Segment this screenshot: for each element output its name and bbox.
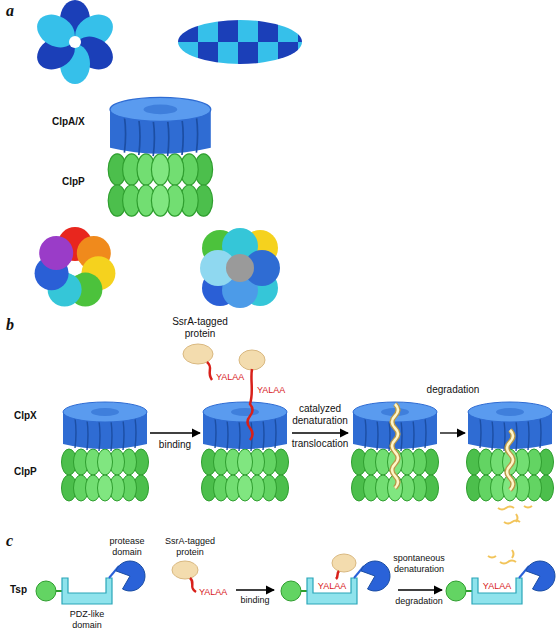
part-name: ClpP [14,466,37,478]
step-label: spontaneous denaturation [388,553,450,575]
part-name: PDZ-like domain [60,609,115,631]
panel-letter: a [6,2,14,20]
part-name: SsrA-tagged protein [163,316,237,340]
unfolded-chain [392,404,532,524]
clpp-side-view [200,228,280,308]
step-label: binding [159,439,191,451]
part-name: ClpP [62,176,85,188]
part-name: Tsp [10,584,27,596]
tag-sequence: YALAA [483,581,511,592]
part-name: protease domain [97,536,157,558]
clpp-ring-top-view [35,227,116,307]
tag-sequence: YALAA [318,581,346,592]
panel-letter: c [6,532,13,550]
panel-letter: b [6,316,14,334]
step-label: binding [240,595,269,606]
tsp-stages [36,561,555,604]
tag-sequence: YALAA [199,587,227,598]
tag-sequence: YALAA [257,385,285,396]
step-label: degradation [395,596,443,607]
part-name: SsrA-tagged protein [153,536,227,558]
hexamer-top-view [31,0,119,84]
step-arrows [150,433,465,590]
part-name: ClpA/X [52,116,85,128]
substrate-protein [183,344,265,440]
tsp-substrate [172,550,516,592]
tag-sequence: YALAA [216,372,244,383]
clp-complex [108,97,212,216]
hexamer-side-view [178,20,318,64]
step-label: translocation [292,438,349,450]
clpxp-stages [62,402,554,501]
step-label: degradation [427,384,480,396]
part-name: ClpX [14,410,37,422]
step-label: catalyzed denaturation [288,403,352,427]
